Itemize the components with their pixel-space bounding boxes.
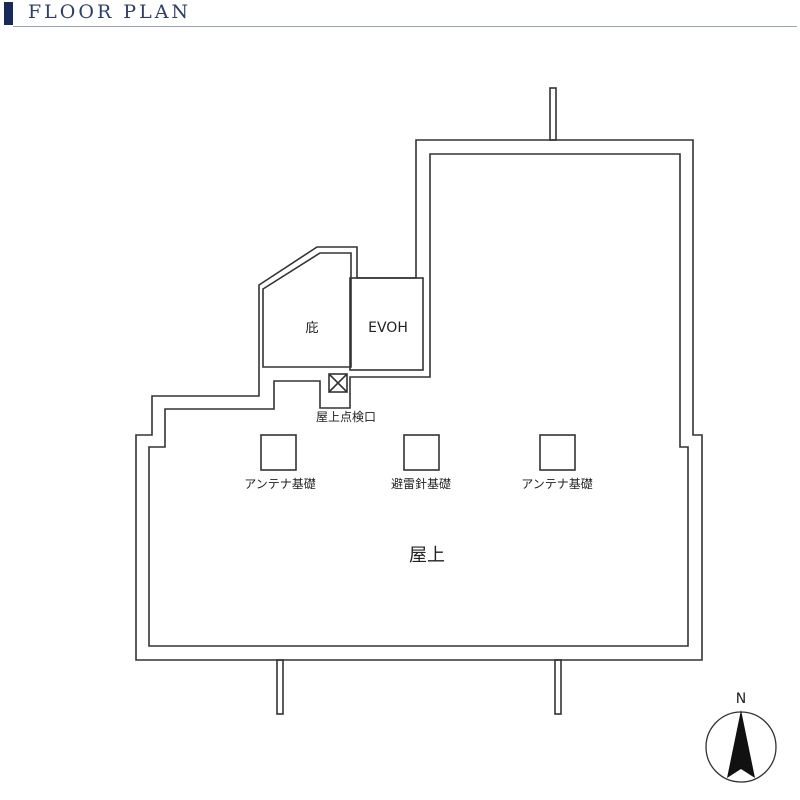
evoh-box	[349, 277, 424, 371]
outer-wall-outline	[135, 139, 703, 661]
roof-hatch-cross-b	[328, 373, 348, 393]
bottom-pipe-left	[276, 659, 284, 715]
eaves-outline	[262, 252, 352, 368]
antenna-base-left-label: アンテナ基礎	[244, 477, 316, 491]
bottom-pipe-right	[554, 659, 562, 715]
roof-hatch-box	[328, 373, 348, 393]
header-divider	[13, 26, 797, 27]
north-label: N	[736, 691, 746, 707]
lightning-rod-base-box	[403, 434, 440, 471]
north-arrow-icon: N	[705, 691, 777, 783]
rooftop-label: 屋上	[409, 545, 445, 566]
antenna-base-right-label: アンテナ基礎	[521, 477, 593, 491]
roof-hatch-label: 屋上点検口	[316, 410, 376, 424]
evoh-label: EVOH	[368, 320, 408, 336]
lightning-rod-base-label: 避雷針基礎	[391, 476, 451, 491]
page-header: FLOOR PLAN	[0, 0, 800, 28]
antenna-base-right-box	[539, 434, 576, 471]
antenna-base-left-box	[260, 434, 297, 471]
header-accent-bar	[4, 2, 13, 25]
eaves-label: 庇	[305, 321, 318, 336]
top-pipe	[549, 87, 557, 141]
page-title: FLOOR PLAN	[28, 1, 192, 23]
inner-wall-outline	[148, 153, 689, 647]
